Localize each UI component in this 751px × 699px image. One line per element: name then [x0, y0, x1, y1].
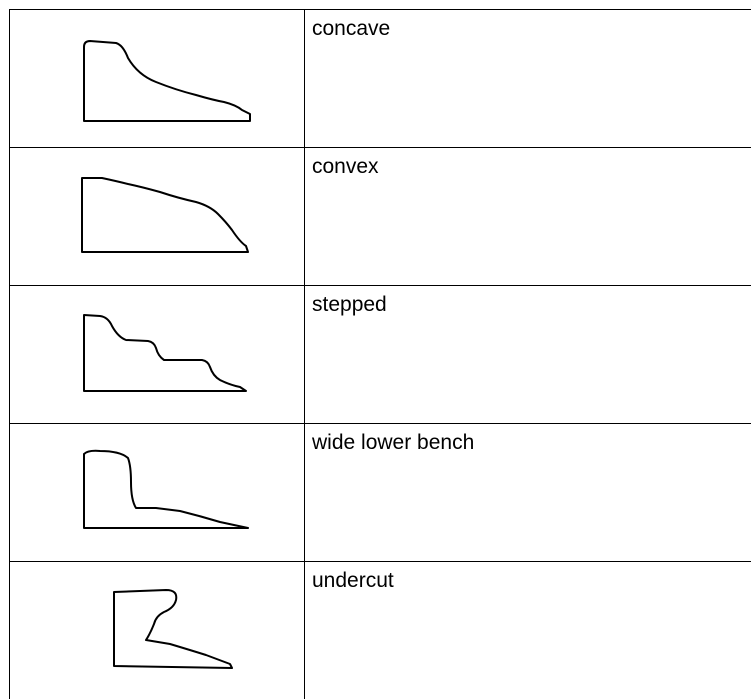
- profile-label: wide lower bench: [305, 424, 751, 455]
- label-cell: convex: [305, 148, 751, 286]
- label-cell: stepped: [305, 286, 751, 424]
- table-row: wide lower bench: [10, 424, 751, 562]
- table-row: stepped: [10, 286, 751, 424]
- table-row: concave: [10, 10, 751, 148]
- profile-label: undercut: [305, 562, 751, 593]
- shape-cell: [10, 10, 305, 148]
- profile-label: convex: [305, 148, 751, 179]
- shape-cell: [10, 148, 305, 286]
- shape-cell: [10, 286, 305, 424]
- undercut-profile-icon: [10, 562, 304, 699]
- profile-label: concave: [305, 10, 751, 41]
- shape-cell: [10, 562, 305, 699]
- convex-slope-profile-icon: [10, 148, 304, 285]
- label-cell: concave: [305, 10, 751, 148]
- label-cell: wide lower bench: [305, 424, 751, 562]
- table-row: convex: [10, 148, 751, 286]
- label-cell: undercut: [305, 562, 751, 699]
- concave-slope-profile-icon: [10, 10, 304, 147]
- shape-cell: [10, 424, 305, 562]
- stepped-slope-profile-icon: [10, 286, 304, 423]
- profile-label: stepped: [305, 286, 751, 317]
- table-row: undercut: [10, 562, 751, 699]
- profile-types-table: concave convex stepped wide lower b: [9, 9, 751, 699]
- wide-lower-bench-profile-icon: [10, 424, 304, 561]
